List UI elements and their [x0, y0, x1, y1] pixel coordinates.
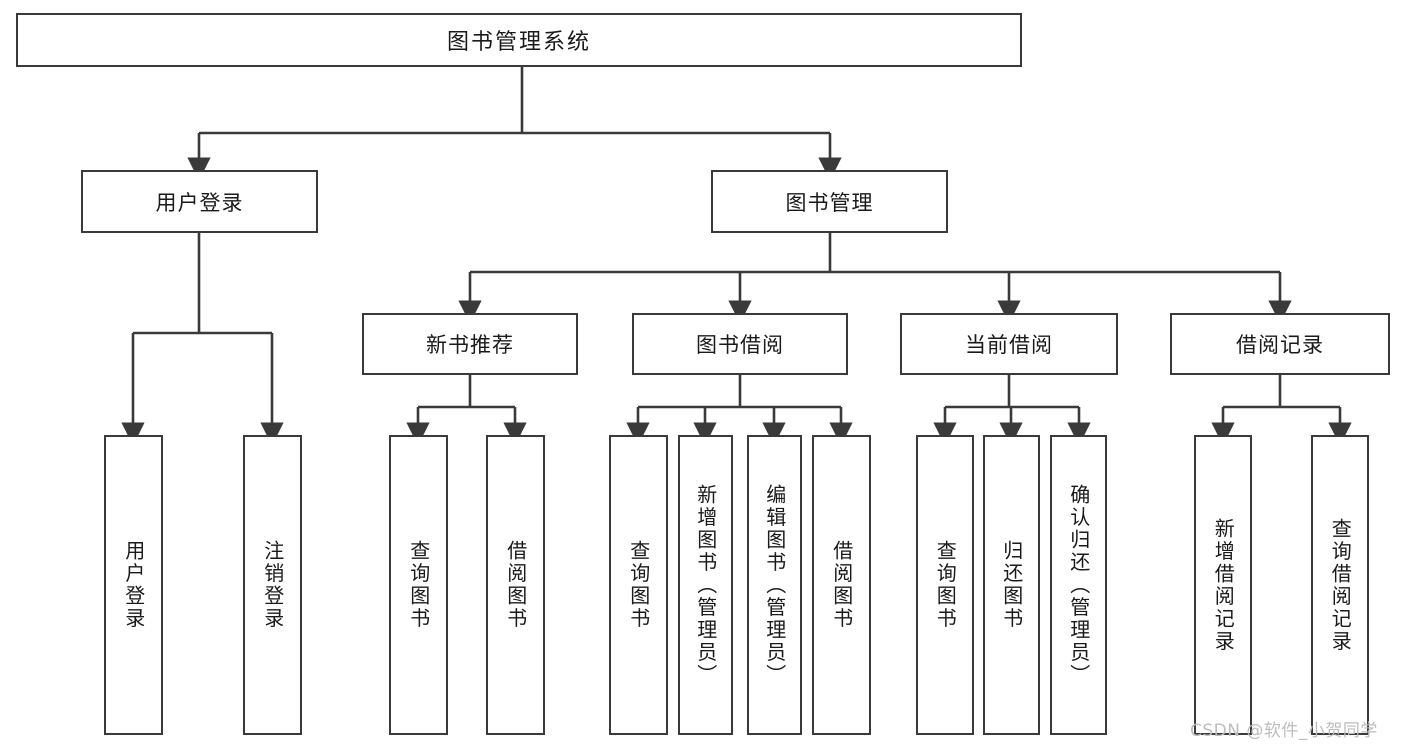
node-new-book-rec[interactable]: 新书推荐: [362, 313, 578, 375]
node-root[interactable]: 图书管理系统: [16, 13, 1022, 67]
leaf-query-book-recommend[interactable]: 查询图书: [389, 435, 448, 735]
node-user-login[interactable]: 用户登录: [81, 170, 318, 233]
leaf-user-login[interactable]: 用户登录: [104, 435, 163, 735]
leaf-edit-book-admin[interactable]: 编辑图书（管理员）: [747, 435, 802, 735]
leaf-borrow-book-borrow[interactable]: 借阅图书: [812, 435, 871, 735]
leaf-borrow-book-recommend[interactable]: 借阅图书: [486, 435, 545, 735]
leaf-return-book[interactable]: 归还图书: [983, 435, 1040, 735]
node-book-manage[interactable]: 图书管理: [711, 170, 948, 233]
node-book-borrow[interactable]: 图书借阅: [632, 313, 848, 375]
node-borrow-record[interactable]: 借阅记录: [1170, 313, 1390, 375]
leaf-add-book-admin[interactable]: 新增图书（管理员）: [678, 435, 733, 735]
leaf-add-borrow-record[interactable]: 新增借阅记录: [1194, 435, 1252, 735]
leaf-query-borrow-record[interactable]: 查询借阅记录: [1311, 435, 1369, 735]
csdn-watermark: CSDN @软件_小贺同学: [1190, 721, 1378, 741]
leaf-logout-login[interactable]: 注销登录: [243, 435, 302, 735]
leaf-query-book-borrow[interactable]: 查询图书: [609, 435, 668, 735]
leaf-query-book-current[interactable]: 查询图书: [916, 435, 974, 735]
leaf-confirm-return-admin[interactable]: 确认归还（管理员）: [1050, 435, 1107, 735]
node-current-borrow[interactable]: 当前借阅: [900, 313, 1118, 375]
